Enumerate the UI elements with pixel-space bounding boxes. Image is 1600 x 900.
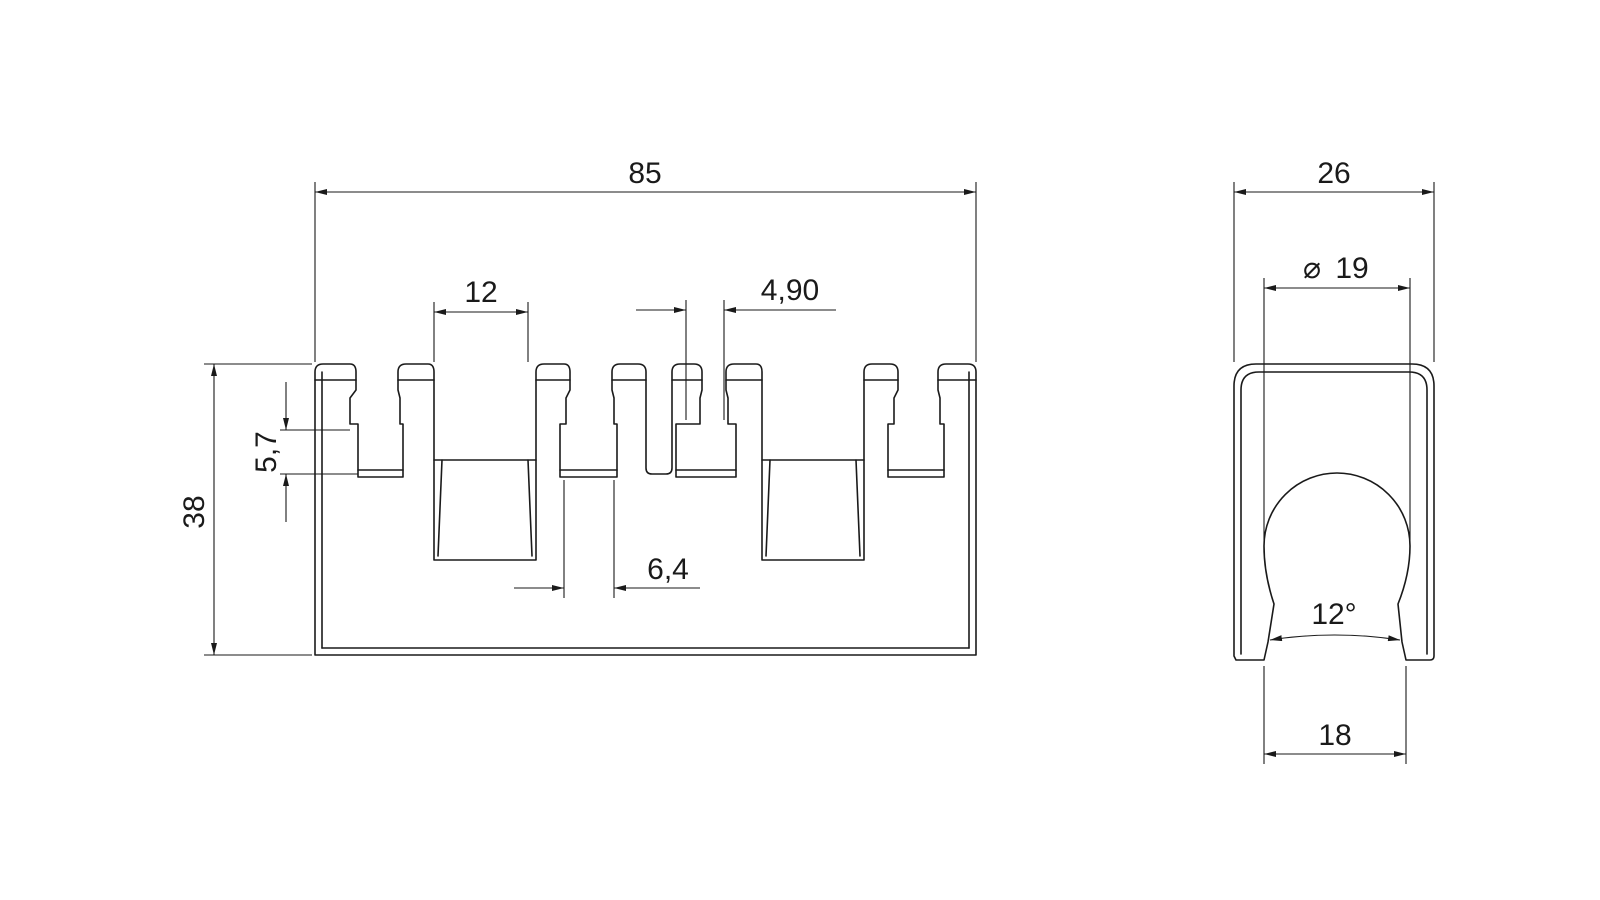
dimension-label-6-4: 6,4 bbox=[647, 553, 689, 586]
front-view: 85 12 4,90 6,4 bbox=[178, 157, 977, 656]
wide-slot-wall bbox=[437, 459, 443, 557]
dimension-label-5-7: 5,7 bbox=[250, 431, 283, 473]
dimension-overall-height: 38 bbox=[178, 363, 312, 656]
wide-slot-wall bbox=[855, 459, 861, 557]
dimension-label-38: 38 bbox=[178, 495, 211, 528]
dimension-diameter: ⌀ 19 bbox=[1263, 252, 1411, 540]
dimension-opening-width: 18 bbox=[1263, 666, 1407, 764]
dimension-label-12-degrees: 12° bbox=[1311, 598, 1356, 631]
wide-slot-wall bbox=[527, 459, 533, 557]
side-view: 26 ⌀ 19 12° 18 bbox=[1233, 157, 1435, 764]
dimension-outer-width: 26 bbox=[1233, 157, 1435, 362]
side-view-outer-profile bbox=[1233, 363, 1435, 661]
dimension-center-slot-width: 4,90 bbox=[636, 274, 836, 420]
wide-slot-wall bbox=[765, 459, 771, 557]
dimension-angle: 12° bbox=[1269, 598, 1401, 642]
dimension-label-18: 18 bbox=[1318, 719, 1351, 752]
dimension-label-12: 12 bbox=[464, 276, 497, 309]
dimension-label-4-90: 4,90 bbox=[761, 274, 819, 307]
dimension-label-19: 19 bbox=[1335, 252, 1368, 285]
diameter-symbol: ⌀ bbox=[1303, 252, 1321, 285]
dimension-tab-height: 5,7 bbox=[250, 382, 358, 522]
dimension-label-26: 26 bbox=[1317, 157, 1350, 190]
front-view-outline bbox=[314, 363, 977, 656]
dimension-overall-width: 85 bbox=[314, 157, 977, 362]
side-view-inner-profile bbox=[1240, 371, 1428, 655]
dimension-label-85: 85 bbox=[628, 157, 661, 190]
dimension-wide-slot-width: 12 bbox=[433, 276, 529, 362]
dimension-narrow-slot-width: 6,4 bbox=[514, 480, 700, 598]
